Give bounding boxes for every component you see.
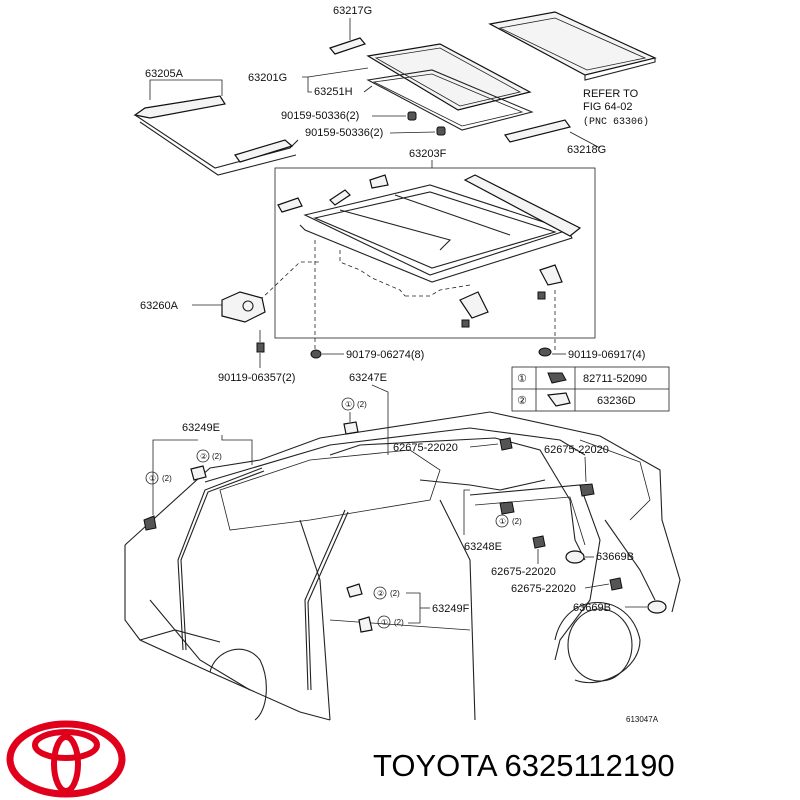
figure-number: 613047A xyxy=(626,715,659,724)
callout-63249f-top-num: ② xyxy=(377,589,384,598)
label-90119-06917: 90119-06917(4) xyxy=(568,349,645,361)
clip-63249e-a xyxy=(190,465,207,481)
clip-62675-b xyxy=(579,483,595,497)
refer-pnc: (PNC 63306) xyxy=(583,116,649,128)
deflector-part-63217g xyxy=(328,18,367,55)
label-63251h: 63251H xyxy=(314,86,353,98)
label-63669b-a: 63669B xyxy=(596,551,634,563)
label-62675-b: 62675-22020 xyxy=(544,444,609,456)
label-62675-a: 62675-22020 xyxy=(393,442,458,454)
label-90179-06274: 90179-06274(8) xyxy=(346,349,424,361)
label-63203f: 63203F xyxy=(409,148,447,160)
callout-63249e-left-num: ① xyxy=(149,474,156,483)
label-63247e: 63247E xyxy=(349,372,387,384)
bolt-frame-b xyxy=(461,319,470,328)
callout-63248e-qty: (2) xyxy=(512,517,522,526)
label-62675-c: 62675-22020 xyxy=(491,566,556,578)
bolt-90159-b xyxy=(436,126,446,136)
clip-62675-c xyxy=(532,535,546,549)
legend-table xyxy=(511,366,670,412)
callout-63247e-num: ① xyxy=(345,400,352,409)
toyota-logo-icon xyxy=(6,720,126,798)
callout-63249f-top-qty: (2) xyxy=(390,589,400,598)
vehicle-outline xyxy=(124,411,681,721)
clip-62675-d xyxy=(609,577,623,591)
label-90159-b: 90159-50336(2) xyxy=(305,127,383,139)
label-63260a: 63260A xyxy=(140,300,179,312)
callout-63248e-num: ① xyxy=(499,517,506,526)
callout-63249e-top-num: ② xyxy=(200,452,207,461)
legend-row2-part: 63236D xyxy=(597,395,636,407)
seal-63251h xyxy=(366,69,534,131)
bolt-frame-a xyxy=(537,291,546,300)
callout-63249e-top-qty: (2) xyxy=(212,452,222,461)
callout-63249e-left-qty: (2) xyxy=(162,474,172,483)
sunshade-panel xyxy=(488,11,657,81)
drain-hoses xyxy=(177,437,656,691)
label-90119-06357: 90119-06357(2) xyxy=(218,372,295,384)
bolt-90159-a xyxy=(407,111,417,121)
callout-63249f-bot-num: ① xyxy=(381,618,388,627)
refer-line-1: REFER TO xyxy=(583,88,639,100)
label-63201g: 63201G xyxy=(248,72,287,84)
legend-row1-part: 82711-52090 xyxy=(583,373,647,385)
legend-row1-num: ① xyxy=(517,373,527,385)
callout-63249f-bot-qty: (2) xyxy=(394,618,404,627)
clip-62675-a xyxy=(499,437,513,451)
label-63249e: 63249E xyxy=(182,422,220,434)
clip-90179-06274 xyxy=(310,349,322,359)
grommet-63669b-a xyxy=(565,550,585,564)
clip-63249f-b xyxy=(358,616,373,633)
label-63217g: 63217G xyxy=(333,5,372,17)
label-62675-d: 62675-22020 xyxy=(511,583,576,595)
label-63218g: 63218G xyxy=(567,144,606,156)
clip-63247e xyxy=(343,421,359,435)
legend-row2-num: ② xyxy=(517,395,527,407)
bolt-90119-06917 xyxy=(538,347,552,357)
bolt-90119-06357 xyxy=(256,330,265,368)
clip-63248e xyxy=(499,501,515,515)
sunroof-frame-63203f xyxy=(277,174,582,319)
label-63249f: 63249F xyxy=(432,603,470,615)
label-63205a: 63205A xyxy=(145,68,184,80)
callout-63247e-qty: (2) xyxy=(357,400,367,409)
label-63248e: 63248E xyxy=(464,541,502,553)
grommet-63669b-b xyxy=(647,600,667,614)
clip-63249f-a xyxy=(346,583,363,598)
drain-frame-63205a xyxy=(133,95,299,176)
label-63669b-b: 63669B xyxy=(573,602,611,614)
refer-line-2: FIG 64-02 xyxy=(583,101,633,113)
sunroof-motor-63260a xyxy=(221,291,266,323)
label-90159-a: 90159-50336(2) xyxy=(281,110,359,122)
strip-part-63218g xyxy=(503,119,601,149)
brand-part-number: TOYOTA 6325112190 xyxy=(373,748,675,783)
frame-group-box xyxy=(274,167,596,339)
clip-63249e-b xyxy=(143,515,157,531)
